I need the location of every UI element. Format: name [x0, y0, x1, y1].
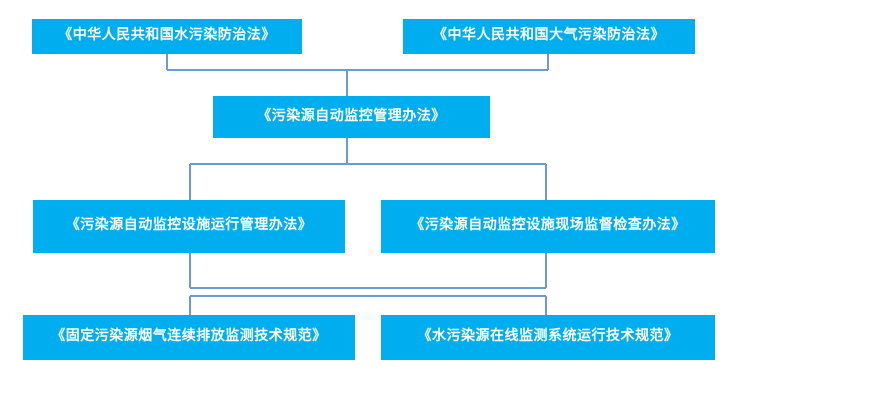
- node-stationary-source-cems-spec[interactable]: 《固定污染源烟气连续排放监测技术规范》: [23, 315, 355, 360]
- node-label: 《水污染源在线监测系统运行技术规范》: [417, 329, 679, 345]
- node-water-online-monitoring-spec[interactable]: 《水污染源在线监测系统运行技术规范》: [381, 315, 715, 360]
- node-label: 《污染源自动监控设施现场监督检查办法》: [410, 218, 686, 234]
- node-auto-monitoring-management-measures[interactable]: 《污染源自动监控管理办法》: [213, 96, 490, 138]
- node-label: 《污染源自动监控管理办法》: [257, 108, 446, 124]
- node-facility-onsite-supervision-measures[interactable]: 《污染源自动监控设施现场监督检查办法》: [381, 200, 715, 253]
- node-label: 《污染源自动监控设施运行管理办法》: [65, 218, 313, 234]
- node-label: 《中华人民共和国水污染防治法》: [58, 28, 276, 44]
- node-label: 《固定污染源烟气连续排放监测技术规范》: [51, 329, 327, 345]
- node-air-pollution-law[interactable]: 《中华人民共和国大气污染防治法》: [403, 19, 695, 54]
- node-label: 《中华人民共和国大气污染防治法》: [433, 28, 665, 44]
- node-facility-operation-management-measures[interactable]: 《污染源自动监控设施运行管理办法》: [33, 200, 345, 253]
- node-water-pollution-law[interactable]: 《中华人民共和国水污染防治法》: [32, 19, 302, 54]
